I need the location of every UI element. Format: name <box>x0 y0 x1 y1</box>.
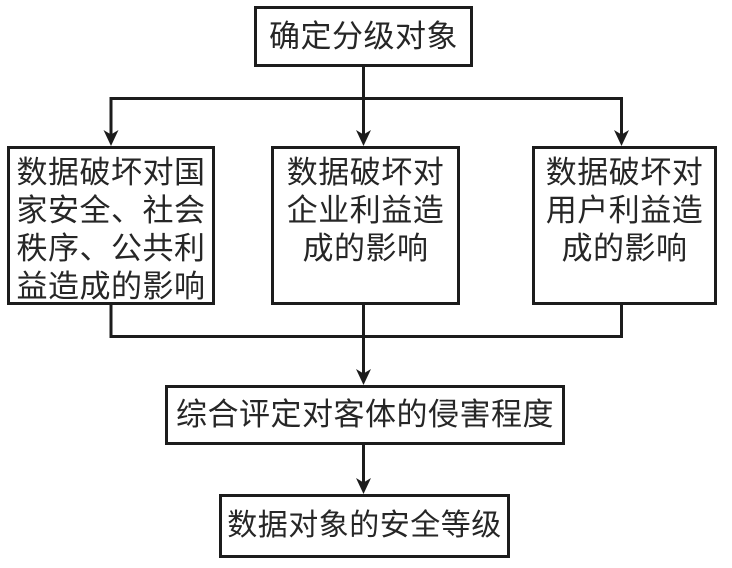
node-comprehensive-assessment: 综合评定对客体的侵害程度 <box>165 385 565 445</box>
node-impact-enterprise-interests: 数据破坏对 企业利益造 成的影响 <box>271 146 460 305</box>
node-impact-user-interests: 数据破坏对 用户利益造 成的影响 <box>532 146 717 305</box>
arrow-down-to-assessment-icon <box>356 369 371 385</box>
node-data-security-level: 数据对象的安全等级 <box>219 494 510 558</box>
arrow-down-to-result-icon <box>356 478 371 494</box>
node-impact-national-security: 数据破坏对国 家安全、社会 秩序、公共利 益造成的影响 <box>7 146 215 305</box>
node-determine-grading-object: 确定分级对象 <box>254 6 473 67</box>
edge-root-branch-rail <box>109 97 623 135</box>
arrow-down-to-enterprise-icon <box>356 130 371 146</box>
arrow-down-to-user-icon <box>614 130 629 146</box>
edge-collect-rail <box>109 303 623 338</box>
arrow-down-to-national-icon <box>103 130 119 146</box>
